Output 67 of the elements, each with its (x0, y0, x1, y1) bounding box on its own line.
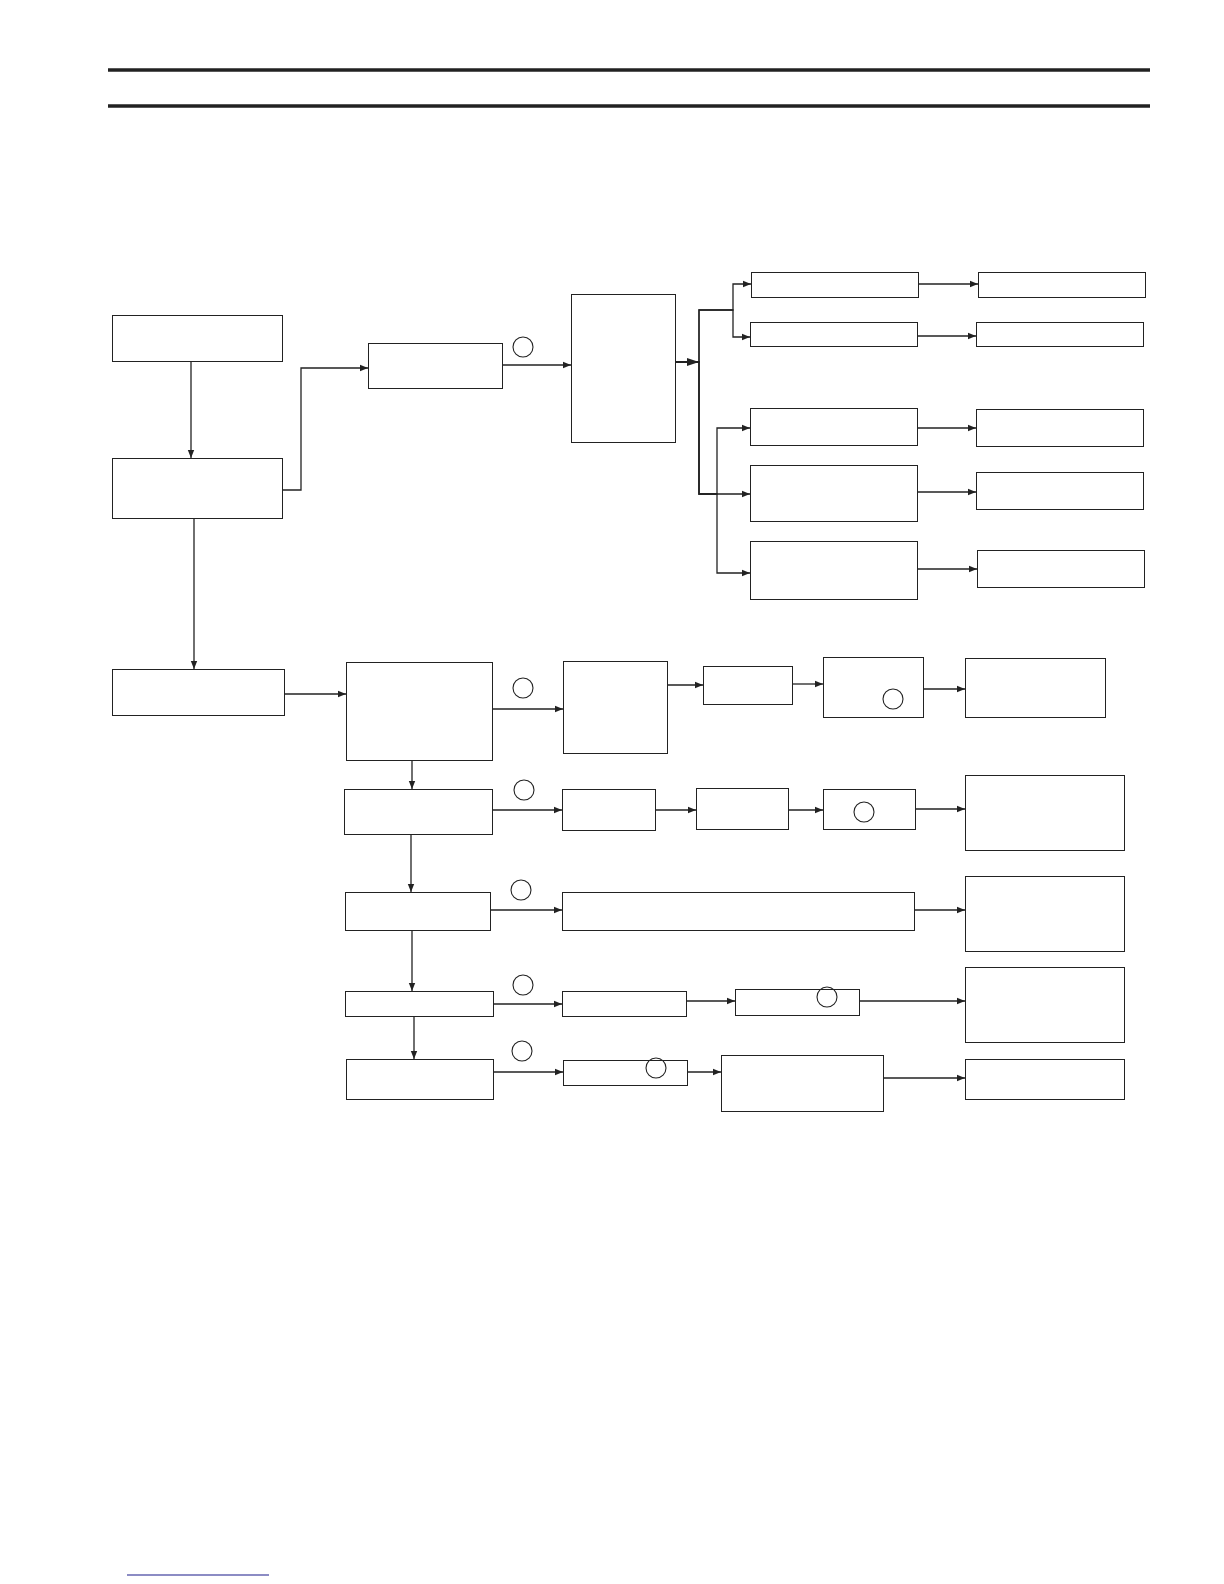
process-box (112, 669, 285, 716)
arrow (883, 1074, 966, 1082)
process-box (976, 409, 1144, 447)
arrow (923, 685, 966, 693)
process-box (977, 550, 1145, 588)
arrow (792, 680, 824, 688)
process-box (112, 458, 283, 519)
process-box (562, 991, 687, 1017)
process-box (721, 1055, 884, 1112)
arrow (408, 930, 416, 992)
process-box (346, 662, 493, 761)
process-box (751, 272, 919, 298)
process-box (562, 892, 915, 931)
arrow (490, 906, 563, 914)
arrow (655, 806, 697, 814)
arrow (190, 518, 198, 670)
arrow (667, 681, 704, 689)
arrow (917, 332, 977, 340)
process-box (965, 658, 1106, 718)
arrow (187, 361, 195, 459)
arrow (917, 565, 978, 573)
process-box (563, 661, 668, 754)
process-box (346, 1059, 494, 1100)
arrow (914, 906, 966, 914)
arrow (859, 997, 966, 1005)
arrow (915, 805, 966, 813)
process-box (965, 1059, 1125, 1100)
process-box (562, 789, 656, 831)
arrow (918, 280, 979, 288)
arrow (493, 1000, 563, 1008)
arrow (492, 806, 563, 814)
process-box (965, 876, 1125, 952)
process-box (696, 788, 789, 830)
process-box (368, 343, 503, 389)
arrow (407, 834, 415, 893)
process-box (965, 967, 1125, 1043)
process-box (823, 789, 916, 830)
process-box (112, 315, 283, 362)
arrow (502, 361, 572, 369)
arrow (917, 424, 977, 432)
arrow (675, 361, 751, 577)
arrow (788, 806, 824, 814)
process-box (344, 789, 493, 835)
arrow (687, 1068, 722, 1076)
arrow (282, 364, 369, 491)
process-box (976, 322, 1144, 347)
process-box (345, 991, 494, 1017)
arrow (493, 1068, 564, 1076)
process-box (563, 1060, 688, 1086)
arrow (492, 705, 564, 713)
process-box (735, 989, 860, 1016)
process-box (750, 465, 918, 522)
arrow (410, 1016, 418, 1060)
process-box (823, 657, 924, 718)
process-box (965, 775, 1125, 851)
arrow (686, 997, 736, 1005)
arrow (917, 488, 977, 496)
arrow (408, 760, 416, 790)
process-box (750, 541, 918, 600)
process-box (703, 666, 793, 705)
process-box (978, 272, 1146, 298)
process-box (571, 294, 676, 443)
process-box (750, 322, 918, 347)
process-box (976, 472, 1144, 510)
process-box (345, 892, 491, 931)
process-box (750, 408, 918, 446)
arrow (284, 690, 347, 698)
